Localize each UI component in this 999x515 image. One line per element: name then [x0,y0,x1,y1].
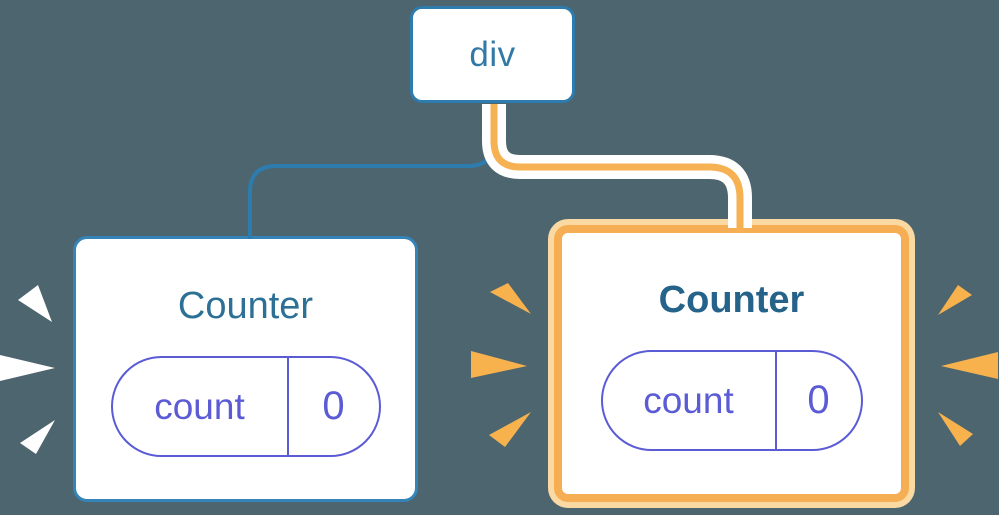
left-counter-card: Counter count 0 [73,236,418,502]
right-state-key: count [643,379,734,421]
burst-ray [941,352,998,379]
burst-ray [471,351,527,378]
left-counter-title: Counter [177,285,314,327]
right-counter-state-pill: count 0 [600,350,863,451]
burst-ray [490,283,531,314]
burst-ray [938,285,972,315]
right-state-value: 0 [774,352,861,449]
burst-ray [489,412,531,447]
right-counter-title: Counter [658,279,805,321]
root-node-label: div [469,34,516,74]
edge-root-to-left-counter [248,104,496,239]
burst-ray [20,420,55,454]
edge-root-to-right-counter-casing [482,104,752,228]
edge-root-to-right-counter [490,104,744,233]
right-counter-burst-rays-left [471,283,531,447]
root-node-div: div [410,6,575,103]
burst-ray [938,412,973,446]
burst-ray [18,285,52,322]
left-state-key: count [154,385,245,427]
right-counter-burst-rays-right [938,285,998,446]
right-counter-card-inner: Counter count 0 [554,225,909,502]
left-counter-burst-rays [0,285,55,454]
burst-ray [0,355,55,381]
left-counter-state-pill: count 0 [110,356,381,457]
right-counter-card: Counter count 0 [548,219,915,508]
left-state-value: 0 [286,358,379,455]
